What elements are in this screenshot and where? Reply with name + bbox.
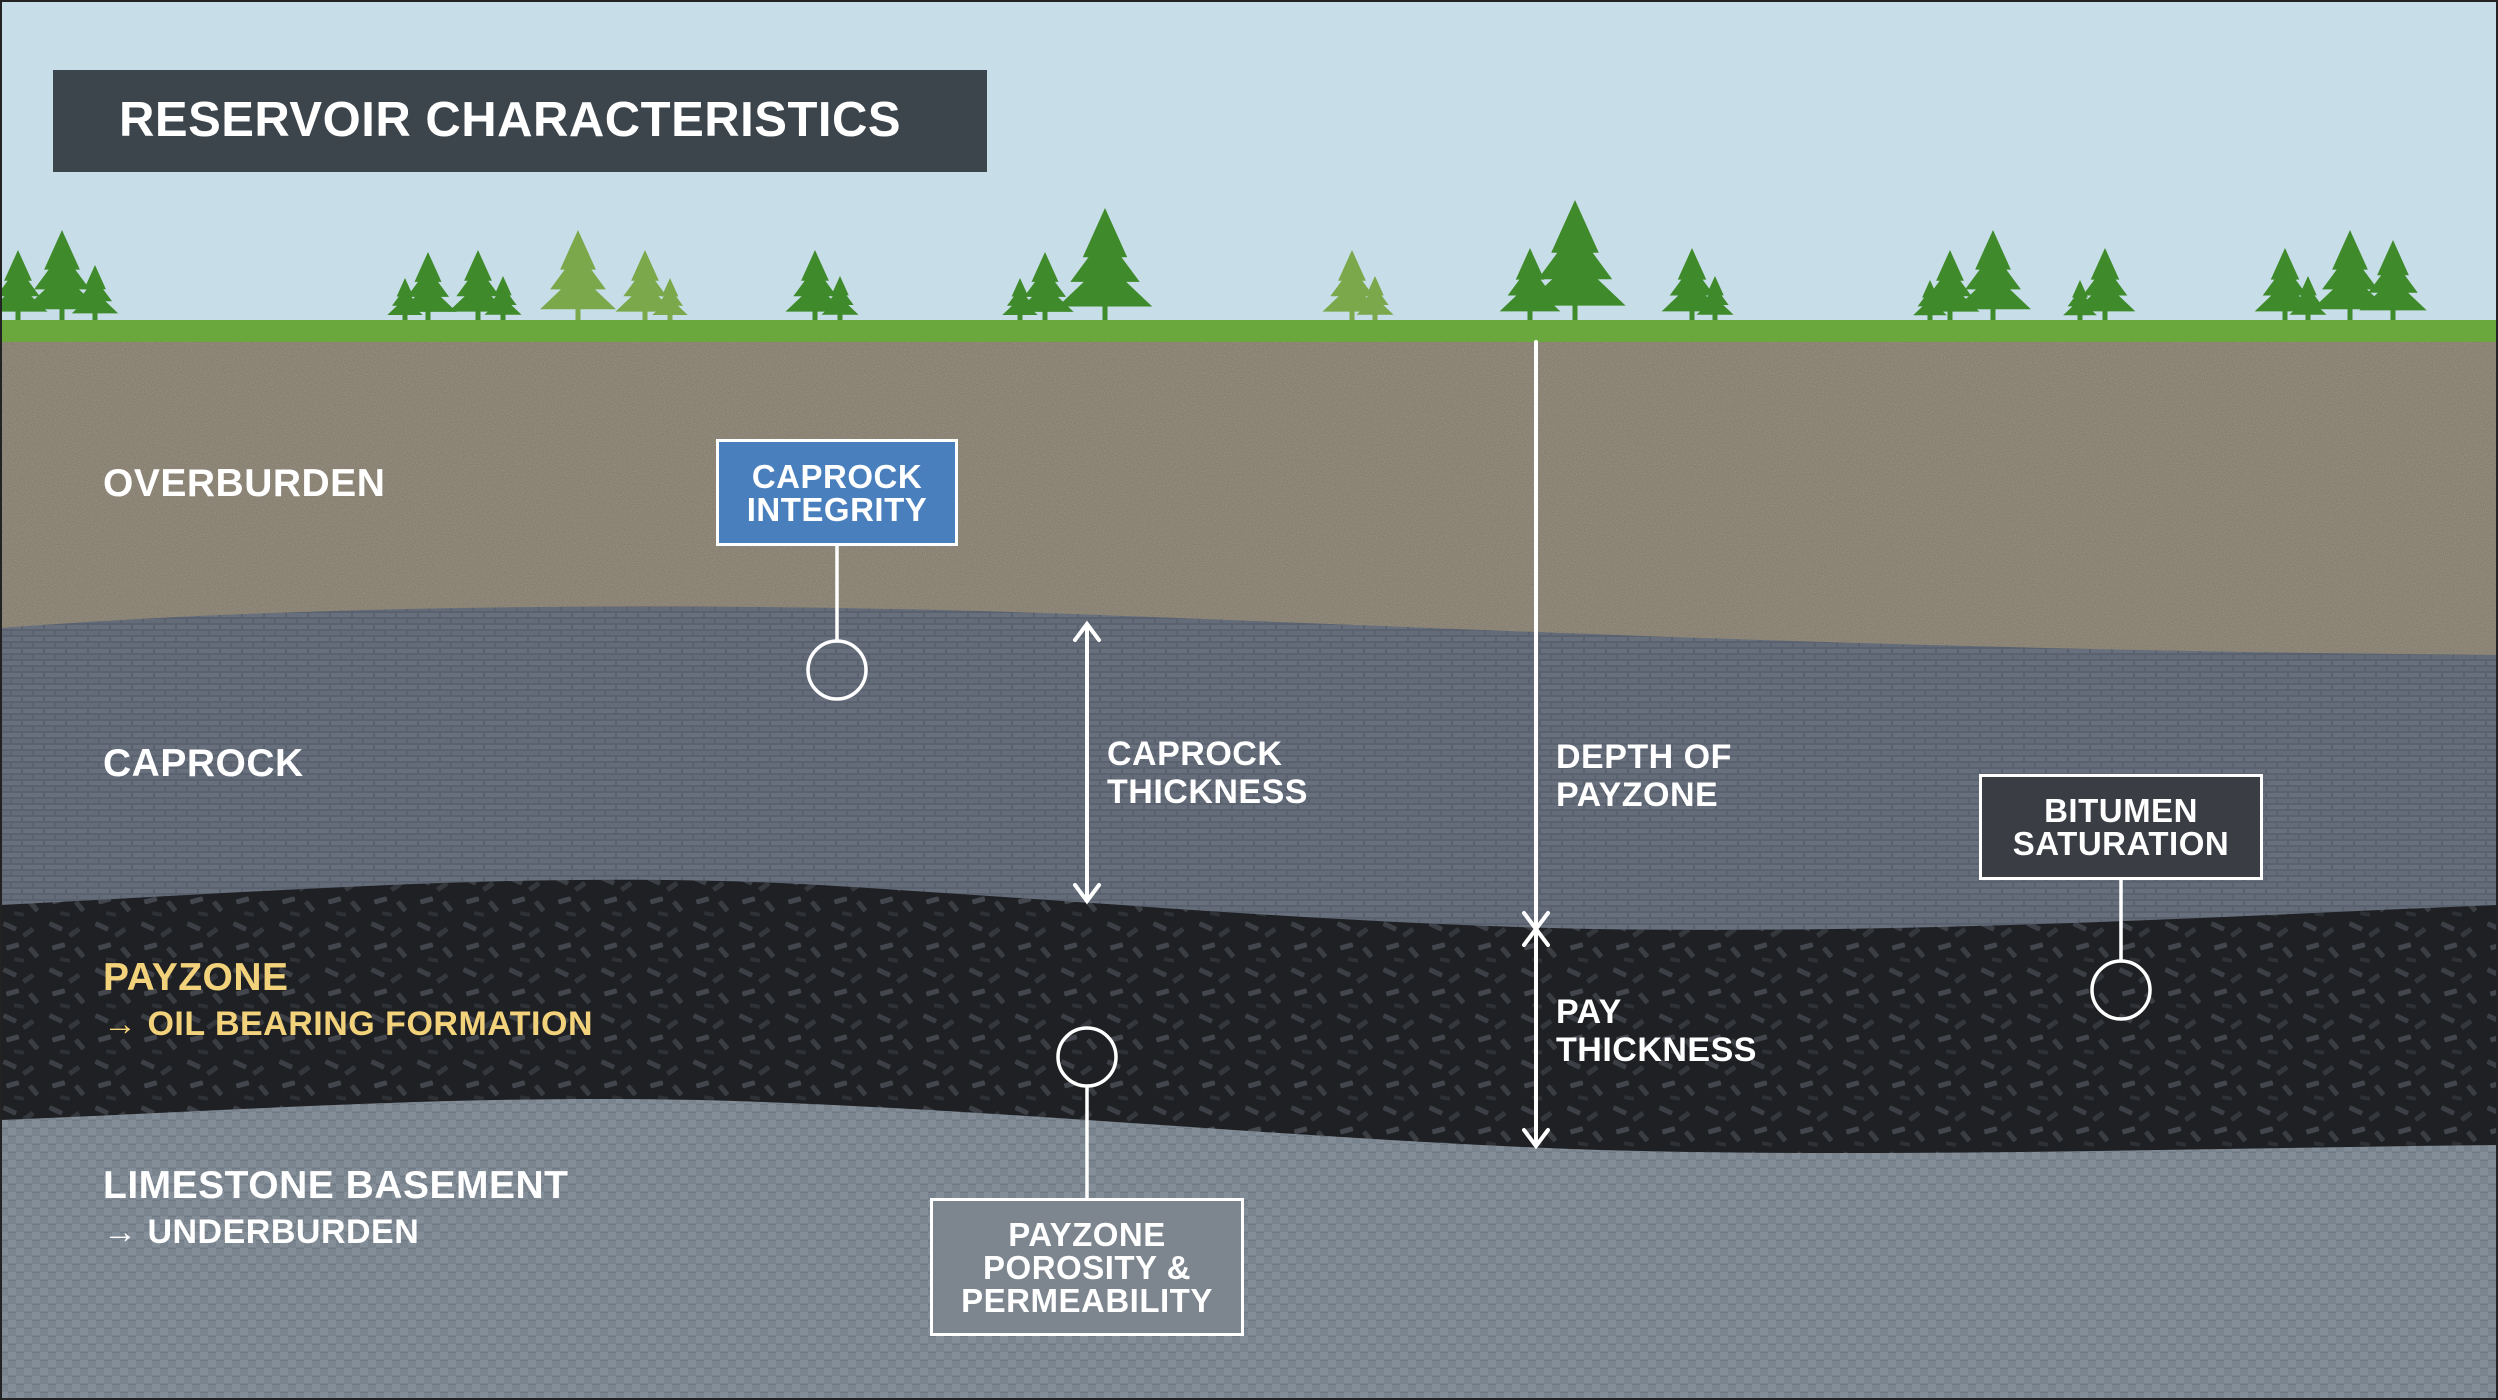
tree-icon xyxy=(821,276,859,320)
tree-icon xyxy=(2312,230,2388,320)
caprock-integrity-callout: CAPROCK INTEGRITY xyxy=(716,439,958,546)
basement-label: LIMESTONE BASEMENT xyxy=(103,1164,569,1207)
tree-icon xyxy=(71,265,119,320)
tree-icon xyxy=(2359,240,2427,320)
payzone-sub-label: → OIL BEARING FORMATION xyxy=(103,1005,594,1043)
tree-icon xyxy=(1524,200,1626,320)
tree-icon xyxy=(785,250,845,320)
payzone-layer xyxy=(0,879,2498,1160)
caprock-thickness-label: CAPROCK THICKNESS xyxy=(1107,735,1308,811)
pay-thickness-label: PAY THICKNESS xyxy=(1556,993,1757,1069)
depth-of-payzone-label: DEPTH OF PAYZONE xyxy=(1556,738,1732,814)
tree-icon xyxy=(2063,280,2097,320)
tree-icon xyxy=(2074,248,2136,320)
tree-icon xyxy=(540,230,616,320)
tree-icon xyxy=(24,230,100,320)
bitumen-saturation-marker xyxy=(2090,959,2152,1021)
payzone-label: PAYZONE xyxy=(103,956,289,999)
tree-icon xyxy=(1356,276,1394,320)
basement-layer xyxy=(0,1099,2498,1400)
tree-icon xyxy=(0,250,48,320)
basement-sub-label: → UNDERBURDEN xyxy=(103,1213,420,1251)
tree-icon xyxy=(1955,230,2031,320)
overburden-label: OVERBURDEN xyxy=(103,462,386,505)
tree-icon xyxy=(652,278,688,320)
caprock-label: CAPROCK xyxy=(103,742,304,785)
tree-icon xyxy=(484,276,522,320)
tree-icon xyxy=(1057,208,1153,320)
tree-icon xyxy=(1016,252,1074,320)
porosity-marker xyxy=(1056,1026,1118,1088)
tree-icon xyxy=(1913,280,1947,320)
tree-icon xyxy=(399,252,457,320)
tree-row xyxy=(0,200,2427,320)
tree-icon xyxy=(1920,250,1980,320)
tree-icon xyxy=(1322,250,1382,320)
tree-icon xyxy=(2254,248,2316,320)
payzone-porosity-callout: PAYZONE POROSITY & PERMEABILITY xyxy=(930,1198,1244,1336)
bitumen-saturation-callout: BITUMEN SATURATION xyxy=(1979,774,2263,880)
tree-icon xyxy=(448,250,508,320)
ground-line xyxy=(0,320,2498,342)
page-title: RESERVOIR CHARACTERISTICS xyxy=(119,93,902,147)
caprock-integrity-marker xyxy=(806,639,868,701)
tree-icon xyxy=(615,250,675,320)
tree-icon xyxy=(1661,248,1723,320)
title-banner: RESERVOIR CHARACTERISTICS xyxy=(53,70,987,172)
tree-icon xyxy=(1696,276,1734,320)
